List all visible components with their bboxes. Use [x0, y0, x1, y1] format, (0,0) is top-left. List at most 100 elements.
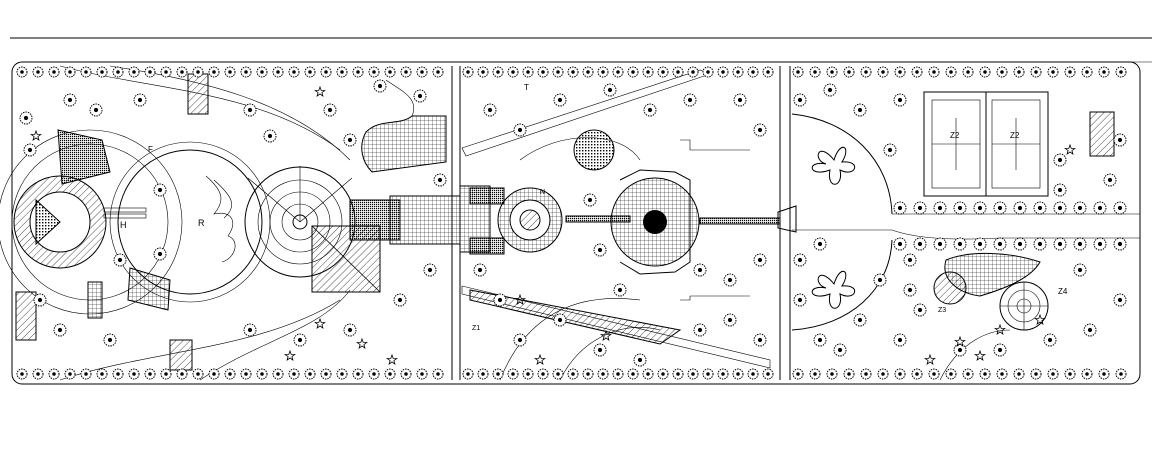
- star-plant-symbols: [30, 85, 1076, 365]
- tree-symbol-icon: [911, 368, 923, 380]
- tree-symbol-icon: [368, 66, 380, 78]
- tree-symbol-icon: [1093, 237, 1107, 251]
- star-plant-icon: [314, 317, 326, 329]
- tree-symbol-icon: [256, 66, 268, 78]
- tree-symbol-icon: [1033, 237, 1047, 251]
- tree-symbol-icon: [826, 368, 838, 380]
- tree-symbol-icon: [642, 66, 654, 78]
- tree-symbol-icon: [552, 368, 564, 380]
- tree-symbol-icon: [304, 66, 316, 78]
- star-plant-icon: [994, 323, 1006, 335]
- tree-symbol-icon: [1098, 66, 1110, 78]
- tree-symbol-icon: [89, 103, 103, 117]
- tree-symbol-icon: [702, 66, 714, 78]
- tree-symbol-icon: [1013, 237, 1027, 251]
- star-plant-icon: [514, 293, 526, 305]
- tree-symbol-icon: [192, 368, 204, 380]
- tree-symbol-icon: [860, 368, 872, 380]
- tree-symbol-icon: [492, 368, 504, 380]
- tree-symbol-icon: [373, 79, 387, 93]
- tree-symbol-icon: [1053, 201, 1067, 215]
- tree-symbol-icon: [1081, 368, 1093, 380]
- tree-symbol-icon: [894, 66, 906, 78]
- tree-symbol-icon: [633, 353, 647, 367]
- tree-symbol-icon: [1047, 368, 1059, 380]
- tree-symbol-icon: [336, 368, 348, 380]
- tree-symbol-icon: [320, 66, 332, 78]
- tree-symbol-icon: [1013, 66, 1025, 78]
- tree-symbol-icon: [477, 66, 489, 78]
- tree-symbol-icon: [893, 93, 907, 107]
- tree-symbol-icon: [112, 368, 124, 380]
- star-plant-icon: [600, 329, 612, 341]
- tree-symbol-icon: [1113, 293, 1127, 307]
- tree-symbol-icon: [352, 66, 364, 78]
- tree-symbol-icon: [945, 66, 957, 78]
- zone-label-t: T: [524, 83, 529, 92]
- tree-symbol-icon: [953, 343, 967, 357]
- tree-symbol-icon: [112, 66, 124, 78]
- tree-symbol-icon: [823, 83, 837, 97]
- tree-symbol-icon: [293, 333, 307, 347]
- tree-symbol-icon: [256, 368, 268, 380]
- star-plant-icon: [30, 129, 42, 141]
- stair-bands: [15, 73, 1115, 371]
- tree-symbol-icon: [288, 66, 300, 78]
- tree-symbol-icon: [809, 66, 821, 78]
- tree-symbol-icon: [243, 323, 257, 337]
- tree-symbol-icon: [1064, 66, 1076, 78]
- tree-symbol-icon: [537, 368, 549, 380]
- tree-symbol-icon: [1113, 133, 1127, 147]
- zone-label-z4: Z4: [1058, 287, 1068, 296]
- tree-symbol-icon: [945, 368, 957, 380]
- tree-symbol-icon: [762, 66, 774, 78]
- tree-symbol-icon: [792, 368, 804, 380]
- tree-symbol-icon: [243, 103, 257, 117]
- tree-symbol-icon: [113, 253, 127, 267]
- tree-symbol-icon: [1115, 368, 1127, 380]
- tree-symbol-icon: [860, 66, 872, 78]
- tree-symbol-icon: [753, 123, 767, 137]
- butterfly-bed-icon: [811, 147, 855, 309]
- tree-symbol-icon: [368, 368, 380, 380]
- pond-north: [361, 79, 447, 173]
- tree-symbol-icon: [80, 368, 92, 380]
- star-plant-icon: [924, 353, 936, 365]
- tree-symbol-icon: [192, 66, 204, 78]
- tree-symbol-icon: [993, 343, 1007, 357]
- tree-symbol-icon: [416, 66, 428, 78]
- tree-symbol-icon: [723, 273, 737, 287]
- tree-symbol-icon: [613, 283, 627, 297]
- plaza-west: [0, 129, 183, 319]
- tree-symbol-icon: [996, 368, 1008, 380]
- tree-symbol-icon: [702, 368, 714, 380]
- tree-symbol-icon: [133, 93, 147, 107]
- tree-symbol-icon: [224, 368, 236, 380]
- tree-symbol-icon: [979, 66, 991, 78]
- tree-symbol-icon: [240, 66, 252, 78]
- tree-symbol-icon: [507, 66, 519, 78]
- tree-symbol-icon: [792, 66, 804, 78]
- tree-symbol-icon: [160, 368, 172, 380]
- tree-symbol-icon: [96, 368, 108, 380]
- tree-symbol-icon: [1043, 333, 1057, 347]
- tree-symbol-icon: [643, 103, 657, 117]
- tree-symbol-icon: [979, 368, 991, 380]
- tree-symbol-icon: [1073, 201, 1087, 215]
- tree-symbol-icon: [433, 173, 447, 187]
- tree-symbol-icon: [793, 93, 807, 107]
- tree-symbol-icon: [343, 133, 357, 147]
- tree-symbol-icon: [1064, 368, 1076, 380]
- tree-symbol-icon: [928, 66, 940, 78]
- tree-symbol-icon: [642, 368, 654, 380]
- tree-symbol-icon: [627, 66, 639, 78]
- tree-symbol-icon: [717, 368, 729, 380]
- tree-symbol-icon: [732, 66, 744, 78]
- tree-symbol-icon: [873, 273, 887, 287]
- tree-symbol-icon: [1093, 201, 1107, 215]
- tree-symbol-icon: [272, 368, 284, 380]
- tree-symbol-icon: [208, 368, 220, 380]
- tree-symbol-icon: [627, 368, 639, 380]
- tree-symbol-icon: [1030, 368, 1042, 380]
